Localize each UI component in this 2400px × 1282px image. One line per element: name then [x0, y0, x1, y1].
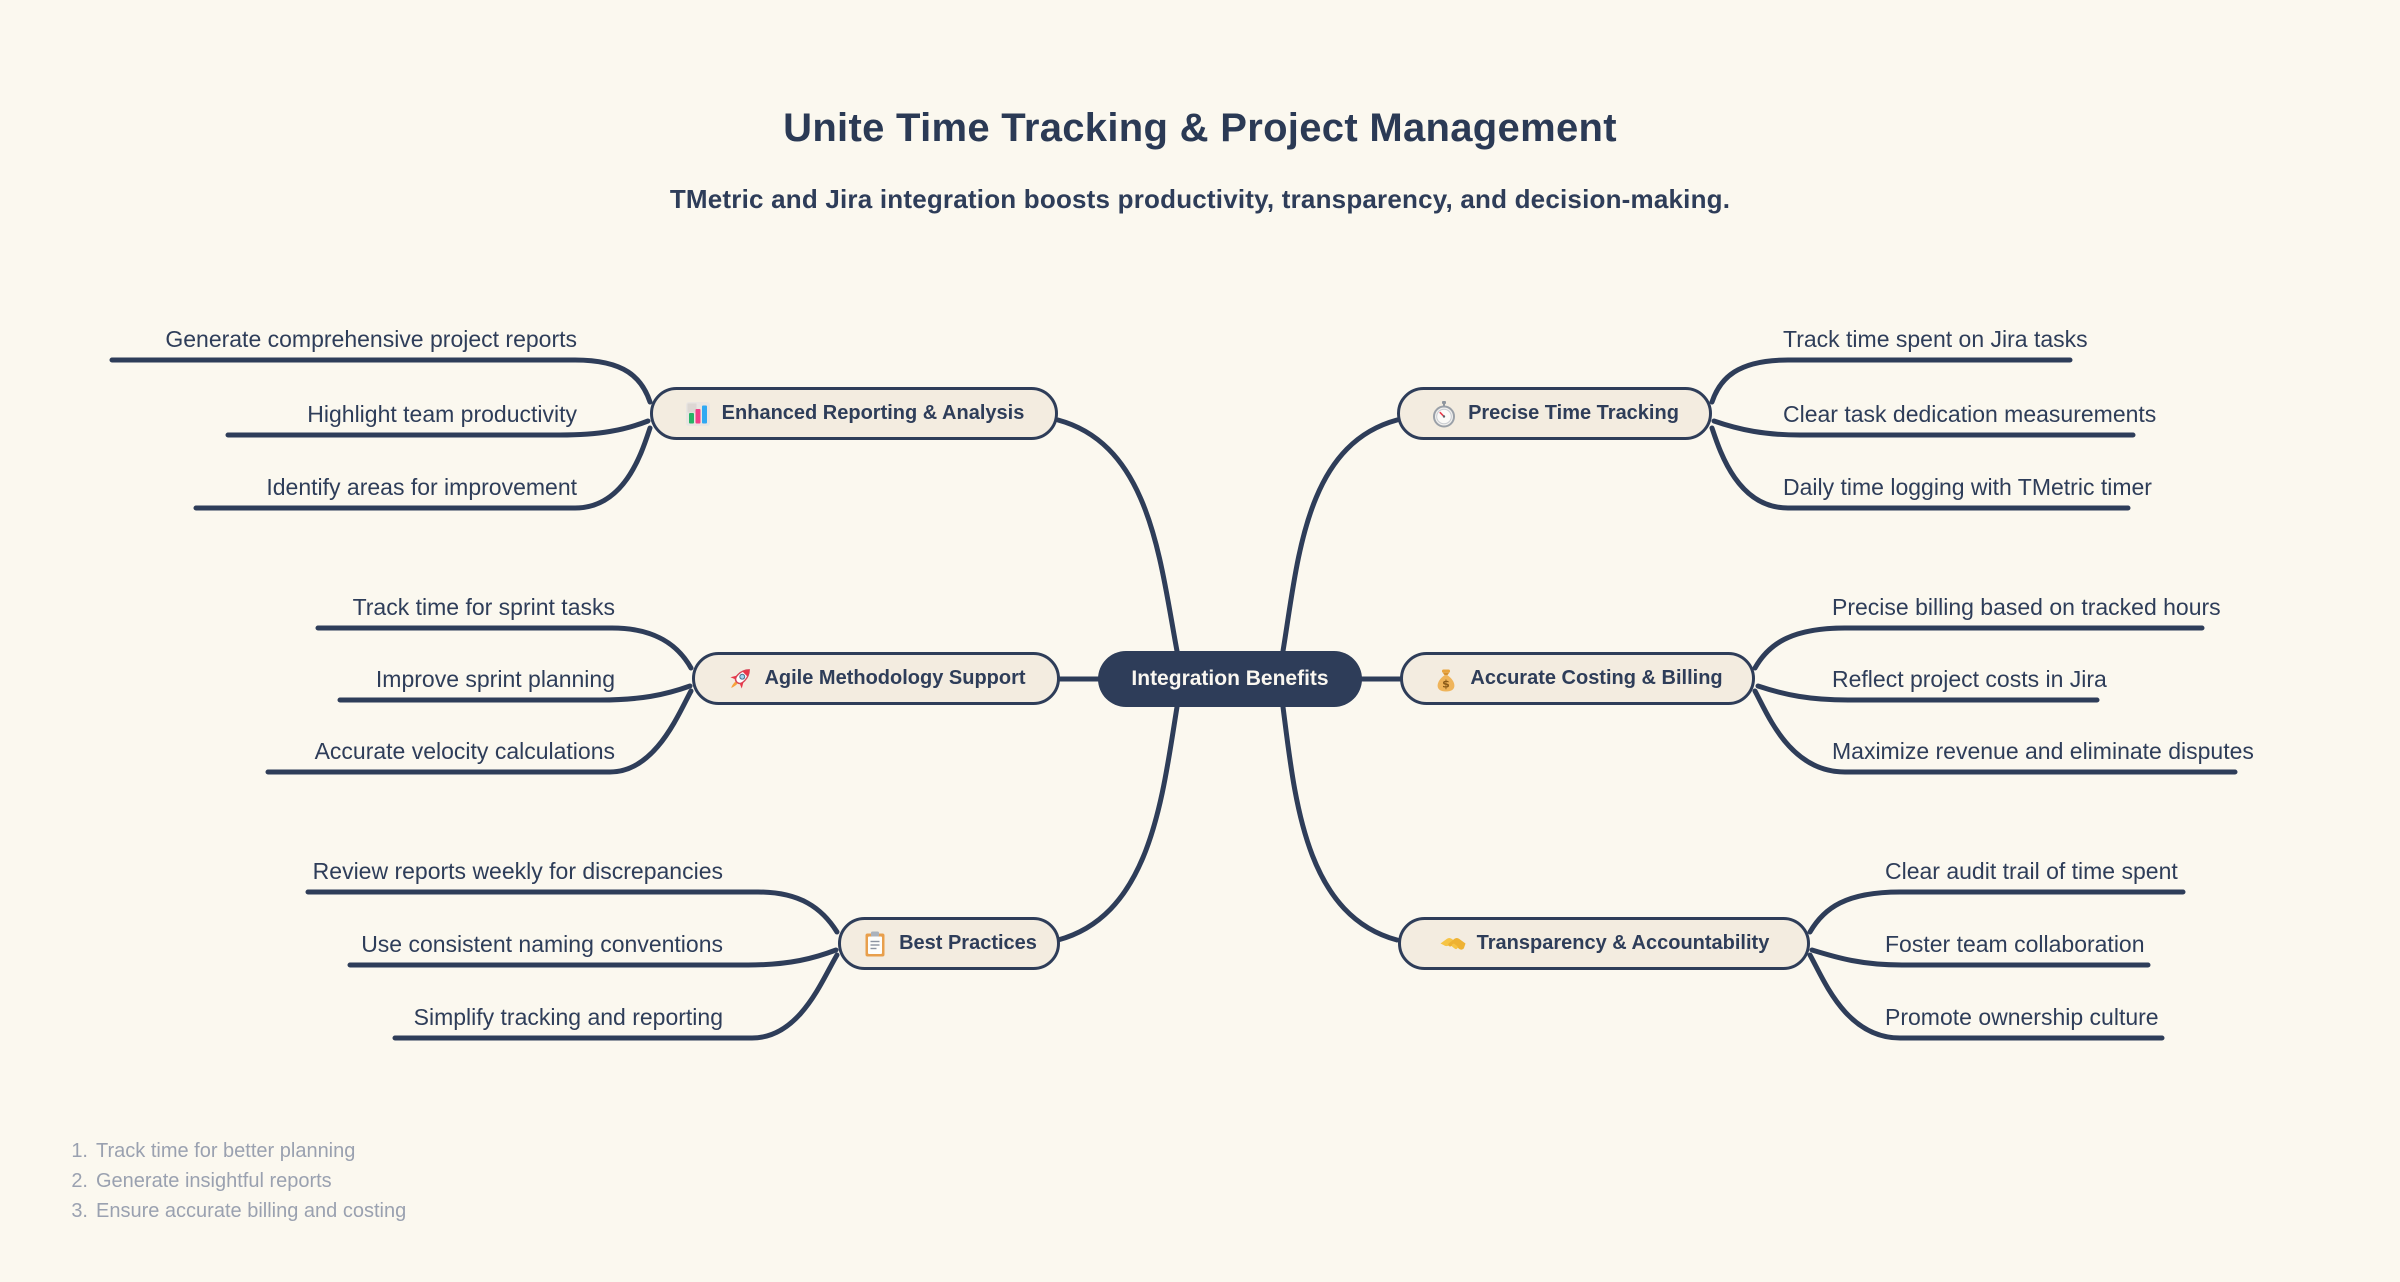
- leaf-topic[interactable]: Reflect project costs in Jira: [1832, 666, 2107, 692]
- list-item-number: 3.: [71, 1200, 88, 1222]
- list-item-number: 2.: [71, 1170, 88, 1192]
- leaf-topic[interactable]: Foster team collaboration: [1885, 931, 2145, 957]
- branch-label: Best Practices: [899, 932, 1037, 954]
- list-item: 1. Track time for better planning: [58, 1136, 406, 1166]
- branch-label: Precise Time Tracking: [1468, 402, 1679, 424]
- leaf-topic[interactable]: Clear task dedication measurements: [1783, 401, 2157, 427]
- leaf-topic[interactable]: Maximize revenue and eliminate disputes: [1832, 738, 2254, 764]
- branch-label: Accurate Costing & Billing: [1470, 667, 1723, 689]
- stopwatch-icon: [1433, 400, 1456, 427]
- branch-node-transparency-accountability[interactable]: Transparency & Accountability: [1398, 917, 1810, 970]
- leaf-topic[interactable]: Improve sprint planning: [375, 666, 615, 692]
- leaf-topic[interactable]: Track time spent on Jira tasks: [1783, 326, 2088, 352]
- summary-list: 1. Track time for better planning 2. Gen…: [58, 1136, 406, 1226]
- branch-node-agile-support[interactable]: Agile Methodology Support: [692, 652, 1060, 705]
- leaf-topic[interactable]: Identify areas for improvement: [266, 474, 577, 500]
- leaf-topic[interactable]: Review reports weekly for discrepancies: [312, 858, 723, 884]
- leaf-topic[interactable]: Use consistent naming conventions: [361, 931, 723, 957]
- branch-label: Transparency & Accountability: [1476, 932, 1770, 954]
- leaf-topic[interactable]: Accurate velocity calculations: [314, 738, 615, 764]
- leaf-topic[interactable]: Generate comprehensive project reports: [165, 326, 577, 352]
- list-item-text: Ensure accurate billing and costing: [96, 1200, 407, 1222]
- leaf-topic[interactable]: Clear audit trail of time spent: [1885, 858, 2178, 884]
- branch-label: Enhanced Reporting & Analysis: [721, 402, 1025, 424]
- central-node-label: Integration Benefits: [1131, 667, 1329, 690]
- list-item-text: Track time for better planning: [96, 1140, 356, 1162]
- page-subtitle: TMetric and Jira integration boosts prod…: [669, 184, 1731, 214]
- branch-node-accurate-costing[interactable]: $ Accurate Costing & Billing: [1400, 652, 1755, 705]
- central-node[interactable]: Integration Benefits: [1098, 651, 1362, 707]
- branch-node-precise-time-tracking[interactable]: Precise Time Tracking: [1397, 387, 1712, 440]
- list-item: 2. Generate insightful reports: [58, 1166, 406, 1196]
- leaf-topic[interactable]: Precise billing based on tracked hours: [1832, 594, 2221, 620]
- list-item-text: Generate insightful reports: [96, 1170, 332, 1192]
- branch-label: Agile Methodology Support: [764, 667, 1026, 689]
- money-bag-icon: $: [1437, 669, 1455, 691]
- handshake-icon: [1440, 937, 1466, 950]
- rocket-icon: [730, 668, 751, 689]
- leaf-topic[interactable]: Promote ownership culture: [1885, 1004, 2159, 1030]
- list-item: 3. Ensure accurate billing and costing: [58, 1196, 406, 1226]
- branch-node-best-practices[interactable]: Best Practices: [838, 917, 1060, 970]
- clipboard-icon: [865, 931, 885, 956]
- leaf-topic[interactable]: Simplify tracking and reporting: [413, 1004, 723, 1030]
- leaf-topic[interactable]: Highlight team productivity: [307, 401, 577, 427]
- branch-node-enhanced-reporting[interactable]: Enhanced Reporting & Analysis: [650, 387, 1058, 440]
- page-title: Unite Time Tracking & Project Management: [783, 106, 1617, 150]
- svg-text:$: $: [1443, 677, 1451, 690]
- list-item-number: 1.: [71, 1140, 88, 1162]
- leaf-topic[interactable]: Track time for sprint tasks: [352, 594, 615, 620]
- leaf-topic[interactable]: Daily time logging with TMetric timer: [1783, 474, 2152, 500]
- bar-chart-icon: [685, 401, 710, 426]
